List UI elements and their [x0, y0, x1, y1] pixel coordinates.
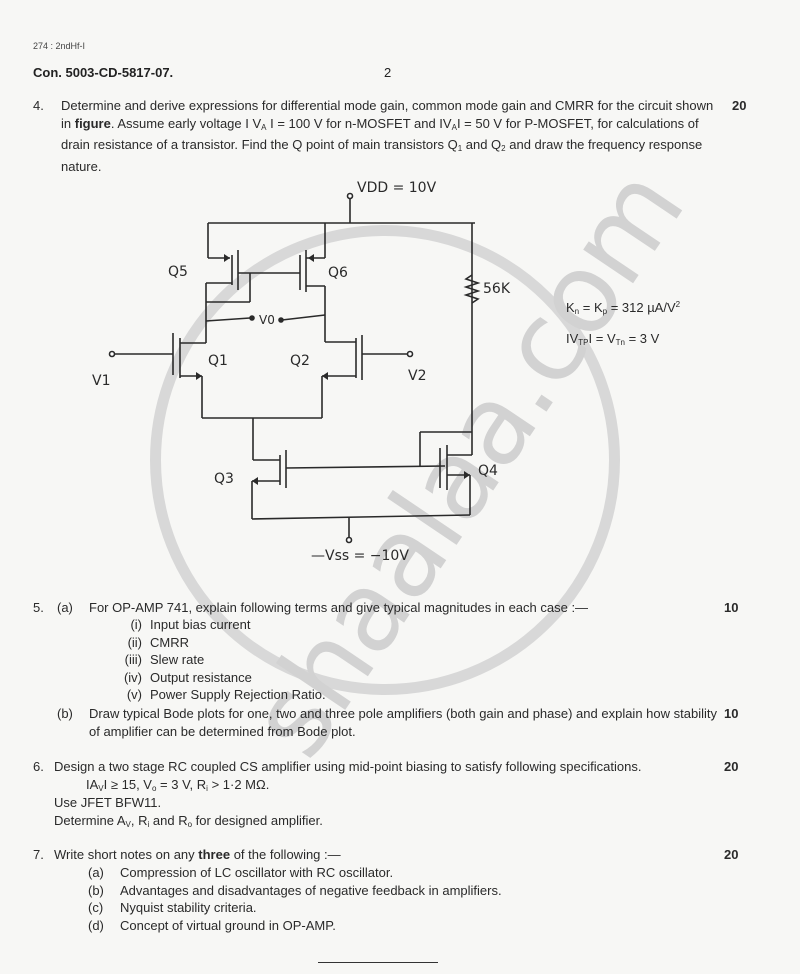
q3-label: Q3 [214, 471, 234, 487]
specification-line: IAVI ≥ 15, Vo = 3 V, Ri > 1·2 MΩ. [86, 777, 270, 793]
question-text: Write short notes on any three of the fo… [54, 847, 341, 862]
question-number: 5. [33, 600, 44, 615]
resistor-label: 56K [483, 281, 511, 297]
vt-parameter: IVTPI = VTn = 3 V [566, 331, 660, 347]
part-marks: 10 [724, 600, 739, 615]
part-letter: (a) [57, 600, 73, 615]
list-item: (v)Power Supply Rejection Ratio. [126, 687, 326, 702]
term-list: (i)Input bias current (ii)CMRR (iii)Slew… [96, 616, 326, 704]
page-number: 2 [384, 65, 392, 80]
list-item: (c)Nyquist stability criteria. [88, 900, 257, 915]
use-line: Use JFET BFW11. [54, 795, 162, 810]
v1-label: V1 [92, 373, 110, 389]
list-item: (ii)CMRR [127, 634, 189, 650]
list-item: (iv)Output resistance [123, 669, 252, 685]
vo-label: V0 [259, 313, 275, 327]
question-number: 6. [33, 759, 44, 774]
q5-label: Q5 [168, 264, 188, 280]
list-item: (i)Input bias current [130, 617, 251, 632]
q6-label: Q6 [328, 265, 348, 281]
question-number: 7. [33, 847, 44, 862]
q4-label: Q4 [478, 463, 498, 479]
q1-label: Q1 [208, 353, 228, 369]
con-number: Con. 5003-CD-5817-07. [33, 65, 174, 80]
part-marks: 10 [724, 706, 739, 721]
part-text: Draw typical Bode plots for one, two and… [89, 706, 717, 739]
q2-label: Q2 [290, 353, 310, 369]
list-item: (d)Concept of virtual ground in OP-AMP. [88, 917, 336, 933]
part-letter: (b) [57, 706, 73, 721]
notes-list: (a)Compression of LC oscillator with RC … [88, 864, 502, 934]
paper-code: 274 : 2ndHf-I [33, 41, 86, 51]
vdd-label: VDD = 10V [357, 180, 437, 196]
determine-line: Determine AV, Ri and Ro for designed amp… [54, 813, 323, 829]
vss-label: —Vss = −10V [311, 548, 409, 564]
question-number: 4. [33, 98, 44, 113]
question-text: Design a two stage RC coupled CS amplifi… [54, 759, 642, 774]
list-item: (iii)Slew rate [124, 652, 205, 667]
list-item: (b)Advantages and disadvantages of negat… [88, 882, 502, 898]
question-marks: 20 [724, 847, 739, 862]
v2-label: V2 [408, 368, 426, 384]
question-text: Determine and derive expressions for dif… [61, 98, 714, 174]
question-marks: 20 [732, 98, 747, 113]
circuit-diagram: VDD = 10V 56K V0 V1 V2 Q5 Q6 Q1 Q2 Q3 Q4… [92, 180, 511, 564]
k-parameter: Kn = Kp = 312 µA/V2 [566, 300, 681, 316]
part-text: For OP-AMP 741, explain following terms … [89, 600, 589, 615]
end-divider [318, 962, 438, 963]
list-item: (a)Compression of LC oscillator with RC … [88, 865, 394, 880]
question-marks: 20 [724, 759, 739, 774]
